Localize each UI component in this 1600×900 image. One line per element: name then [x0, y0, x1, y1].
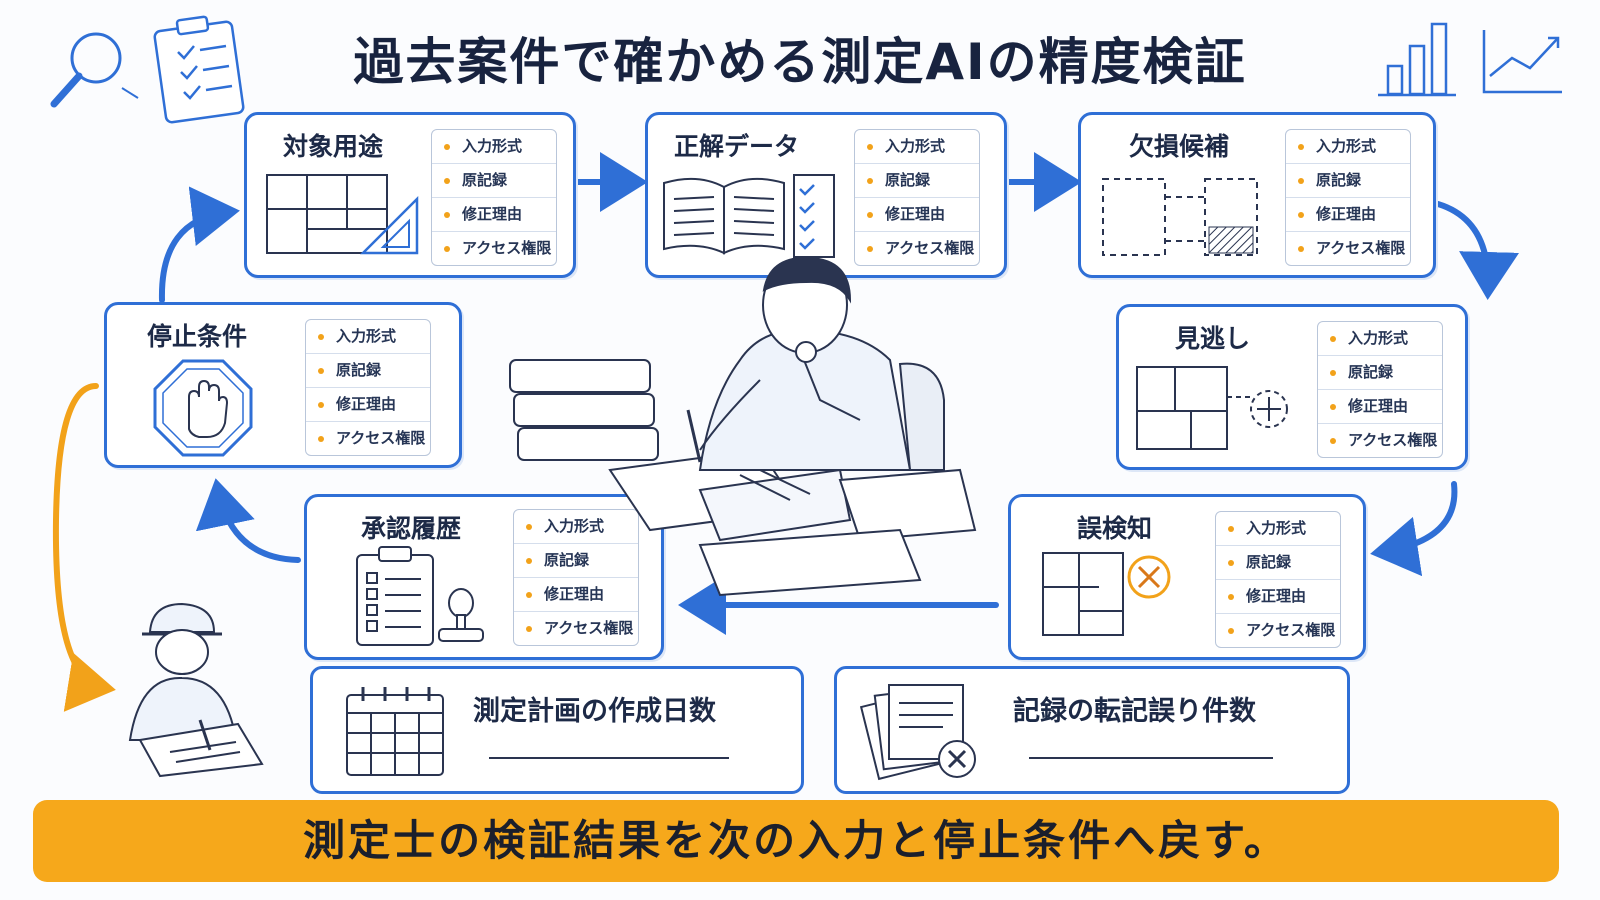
- checklist-item-access-rights: アクセス権限: [1216, 614, 1340, 647]
- checklist-item-access-rights: アクセス権限: [306, 422, 430, 455]
- checklist: 入力形式 原記録 修正理由 アクセス権限: [1317, 321, 1443, 458]
- checklist-item-access-rights: アクセス権限: [1286, 232, 1410, 265]
- metric-label: 記録の転記誤り件数: [1013, 696, 1256, 727]
- card-stop-conditions: 停止条件 入力形式 原記録 修正理由 アクセス権限: [104, 302, 462, 468]
- checklist-item-original-record: 原記録: [514, 544, 638, 578]
- checklist-item-input-format: 入力形式: [855, 130, 979, 164]
- clipboard-stamp-illustration: [356, 546, 484, 646]
- metric-value-blank: [489, 757, 729, 759]
- card-approval-history: 承認履歴 入力形式 原記録 修正理由 アクセス権限: [304, 494, 664, 660]
- checklist-item-original-record: 原記録: [855, 164, 979, 198]
- checklist: 入力形式 原記録 修正理由 アクセス権限: [513, 509, 639, 646]
- checklist-item-original-record: 原記録: [306, 354, 430, 388]
- checklist-item-original-record: 原記録: [1216, 546, 1340, 580]
- arrow-stop-to-target: [158, 186, 240, 303]
- field-worker-illustration: [128, 602, 264, 778]
- stop-hand-icon: [153, 359, 253, 457]
- arrow-missing-to-overlook: [1435, 201, 1520, 300]
- calendar-icon: [346, 687, 444, 776]
- surveyor-desk-illustration: [509, 256, 977, 597]
- checklist-item-access-rights: アクセス権限: [432, 232, 556, 265]
- metric-value-blank: [1029, 757, 1273, 759]
- checklist-item-input-format: 入力形式: [306, 320, 430, 354]
- arrow-overlook-to-false-detect: [1370, 481, 1458, 577]
- card-title: 誤検知: [1077, 514, 1153, 543]
- metric-label: 測定計画の作成日数: [473, 696, 716, 727]
- checklist-item-correction-reason: 修正理由: [306, 388, 430, 422]
- plan-error-mark-illustration: [1042, 552, 1171, 636]
- card-overlooked: 見逃し 入力形式 原記録 修正理由 アクセス権限: [1116, 304, 1468, 470]
- metric-value: [489, 729, 729, 755]
- metric-transcription-errors: 記録の転記誤り件数: [834, 666, 1350, 794]
- plan-crosshair-illustration: [1136, 366, 1288, 450]
- arrow-approval-to-stop: [195, 478, 301, 563]
- card-title: 承認履歴: [361, 514, 462, 543]
- card-title: 見逃し: [1175, 324, 1251, 353]
- checklist: 入力形式 原記録 修正理由 アクセス権限: [854, 129, 980, 266]
- checklist-item-access-rights: アクセス権限: [855, 232, 979, 265]
- metric-value: [1029, 729, 1273, 755]
- card-title: 正解データ: [674, 132, 800, 161]
- checklist-item-input-format: 入力形式: [514, 510, 638, 544]
- clipboard-icon: [153, 15, 245, 124]
- page-title: 過去案件で確かめる測定AIの精度検証: [353, 33, 1247, 91]
- card-target-use: 対象用途 入力形式 原記録 修正理由 アクセス権限: [244, 112, 576, 278]
- line-chart-icon: [1482, 30, 1562, 94]
- arrow-stop-to-field-worker: [52, 383, 116, 712]
- card-false-detection: 誤検知 入力形式 原記録 修正理由 アクセス権限: [1008, 494, 1366, 660]
- checklist-item-original-record: 原記録: [1286, 164, 1410, 198]
- magnifier-icon: [50, 32, 139, 108]
- checklist-item-input-format: 入力形式: [432, 130, 556, 164]
- header-decorations: [50, 15, 1562, 124]
- checklist-item-original-record: 原記録: [432, 164, 556, 198]
- summary-banner: 測定士の検証結果を次の入力と停止条件へ戻す。: [33, 800, 1559, 882]
- checklist-item-correction-reason: 修正理由: [514, 578, 638, 612]
- checklist-item-input-format: 入力形式: [1286, 130, 1410, 164]
- checklist-item-access-rights: アクセス権限: [1318, 424, 1442, 457]
- checklist-item-correction-reason: 修正理由: [1318, 390, 1442, 424]
- checklist-item-correction-reason: 修正理由: [432, 198, 556, 232]
- checklist-item-input-format: 入力形式: [1216, 512, 1340, 546]
- checklist: 入力形式 原記録 修正理由 アクセス権限: [305, 319, 431, 456]
- metric-plan-days: 測定計画の作成日数: [310, 666, 804, 794]
- card-missing-candidates: 欠損候補 入力形式 原記録 修正理由 アクセス権限: [1078, 112, 1436, 278]
- checklist: 入力形式 原記録 修正理由 アクセス権限: [431, 129, 557, 266]
- checklist-item-correction-reason: 修正理由: [855, 198, 979, 232]
- open-book-checklist-illustration: [663, 174, 835, 258]
- dashed-plan-illustration: [1102, 178, 1258, 256]
- checklist-item-correction-reason: 修正理由: [1216, 580, 1340, 614]
- checklist-item-access-rights: アクセス権限: [514, 612, 638, 645]
- card-title: 欠損候補: [1129, 132, 1230, 161]
- card-title: 停止条件: [147, 322, 248, 351]
- bar-chart-icon: [1378, 22, 1456, 97]
- checklist-item-correction-reason: 修正理由: [1286, 198, 1410, 232]
- checklist-item-original-record: 原記録: [1318, 356, 1442, 390]
- floor-plan-ruler-illustration: [266, 174, 419, 255]
- checklist-item-input-format: 入力形式: [1318, 322, 1442, 356]
- flow-arrows: [52, 152, 1520, 712]
- card-title: 対象用途: [283, 132, 384, 161]
- card-ground-truth: 正解データ 入力形式 原記録 修正理由 アクセス権限: [645, 112, 1007, 278]
- documents-error-icon: [859, 684, 976, 781]
- checklist: 入力形式 原記録 修正理由 アクセス権限: [1215, 511, 1341, 648]
- checklist: 入力形式 原記録 修正理由 アクセス権限: [1285, 129, 1411, 266]
